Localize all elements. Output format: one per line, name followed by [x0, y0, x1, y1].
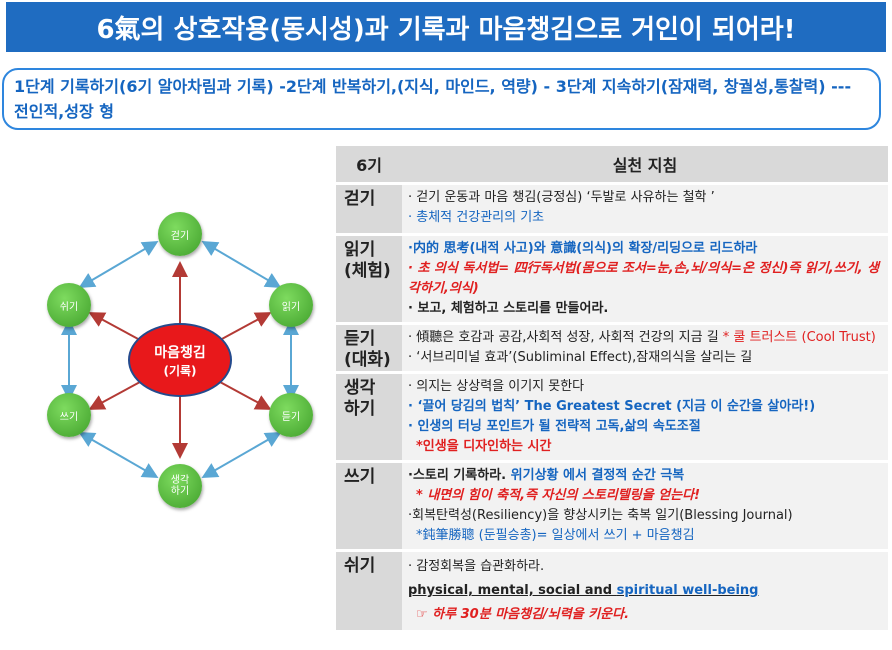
node-think: 생각 하기: [158, 464, 202, 508]
node-walk: 걷기: [158, 212, 202, 256]
node-rest: 쉬기: [47, 283, 91, 327]
listen-line-1: · 傾聽은 호감과 공감,사회적 성장, 사회적 건강의 지금 길 * 쿨 트러…: [408, 330, 876, 345]
node-read: 읽기: [269, 283, 313, 327]
row-read: 읽기(체험) ·内的 思考(내적 사고)와 意識(의식)의 확장/리딩으로 리드…: [336, 234, 888, 325]
center-label: 마음챙김: [154, 344, 206, 361]
header-cat: 6기: [336, 146, 402, 185]
row-walk: 걷기 · 걷기 운동과 마음 챙김(긍정심) ‘두발로 사유하는 철학 ’ · …: [336, 183, 888, 236]
walk-line-2: · 총체적 건강관리의 기초: [408, 210, 545, 225]
write-line-2: * 내면의 힘이 축적,즉 자신의 스토리텔링을 얻는다!: [416, 488, 701, 503]
cat-rest: 쉬기: [336, 550, 402, 633]
think-line-1: · 의지는 상상력을 이기지 못한다: [408, 379, 585, 394]
center-mindfulness-node: 마음챙김 (기록): [128, 323, 232, 397]
page-title: 6氣의 상호작용(동시성)과 기록과 마음챙김으로 거인이 되어라!: [6, 2, 886, 52]
listen-line-2: · ‘서브리미널 효과’(Subliminal Effect),잠재의식을 살리…: [408, 350, 753, 365]
table-header-row: 6기 실천 지침: [336, 146, 888, 185]
read-line-3: · 보고, 체험하고 스토리를 만들어라.: [408, 301, 609, 316]
think-line-2: · ‘끌어 당김의 법칙’ The Greatest Secret (지금 이 …: [408, 399, 816, 414]
header-content: 실천 지침: [402, 146, 888, 185]
row-rest: 쉬기 · 감정회복을 습관화하라. physical, mental, soci…: [336, 550, 888, 633]
cat-listen: 듣기(대화): [336, 323, 402, 374]
rest-line-1: · 감정회복을 습관화하라.: [408, 559, 545, 574]
read-line-2: · 초 의식 독서법= 四行독서법(몸으로 조서=눈,손,뇌/의식=온 정신)즉…: [408, 261, 880, 296]
row-listen: 듣기(대화) · 傾聽은 호감과 공감,사회적 성장, 사회적 건강의 지금 길…: [336, 323, 888, 374]
cat-walk: 걷기: [336, 183, 402, 236]
center-sublabel: (기록): [163, 363, 197, 378]
cat-write: 쓰기: [336, 461, 402, 552]
rest-line-3: ☞ 하루 30분 마음챙김/뇌력을 키운다.: [416, 607, 630, 622]
node-write: 쓰기: [47, 393, 91, 437]
cat-read: 읽기(체험): [336, 234, 402, 325]
think-line-3: · 인생의 터닝 포인트가 될 전략적 고독,삶의 속도조절: [408, 419, 701, 434]
write-line-1: ·스토리 기록하라. 위기상황 에서 결정적 순간 극복: [408, 468, 685, 483]
think-line-4: *인생을 디자인하는 시간: [416, 439, 552, 454]
diagram-arrows: [61, 240, 299, 478]
stages-box: 1단계 기록하기(6기 알아차림과 기록) -2단계 반복하기,(지식, 마인드…: [2, 68, 881, 130]
node-listen: 듣기: [269, 393, 313, 437]
walk-line-1: · 걷기 운동과 마음 챙김(긍정심) ‘두발로 사유하는 철학 ’: [408, 190, 715, 205]
row-write: 쓰기 ·스토리 기록하라. 위기상황 에서 결정적 순간 극복 * 내면의 힘이…: [336, 461, 888, 552]
write-line-3: ·회복탄력성(Resiliency)을 향상시키는 축복 일기(Blessing…: [408, 508, 793, 523]
rest-line-2: physical, mental, social and spiritual w…: [408, 583, 759, 598]
practice-table: 6기 실천 지침 걷기 · 걷기 운동과 마음 챙김(긍정심) ‘두발로 사유하…: [336, 146, 888, 633]
six-gi-diagram: 마음챙김 (기록) 걷기 읽기 듣기 생각 하기 쓰기 쉬기: [30, 210, 330, 510]
read-line-1: ·内的 思考(내적 사고)와 意識(의식)의 확장/리딩으로 리드하라: [408, 241, 758, 256]
write-line-4: *鈍筆勝聰 (둔필승총)= 일상에서 쓰기 + 마음챙김: [416, 528, 695, 543]
